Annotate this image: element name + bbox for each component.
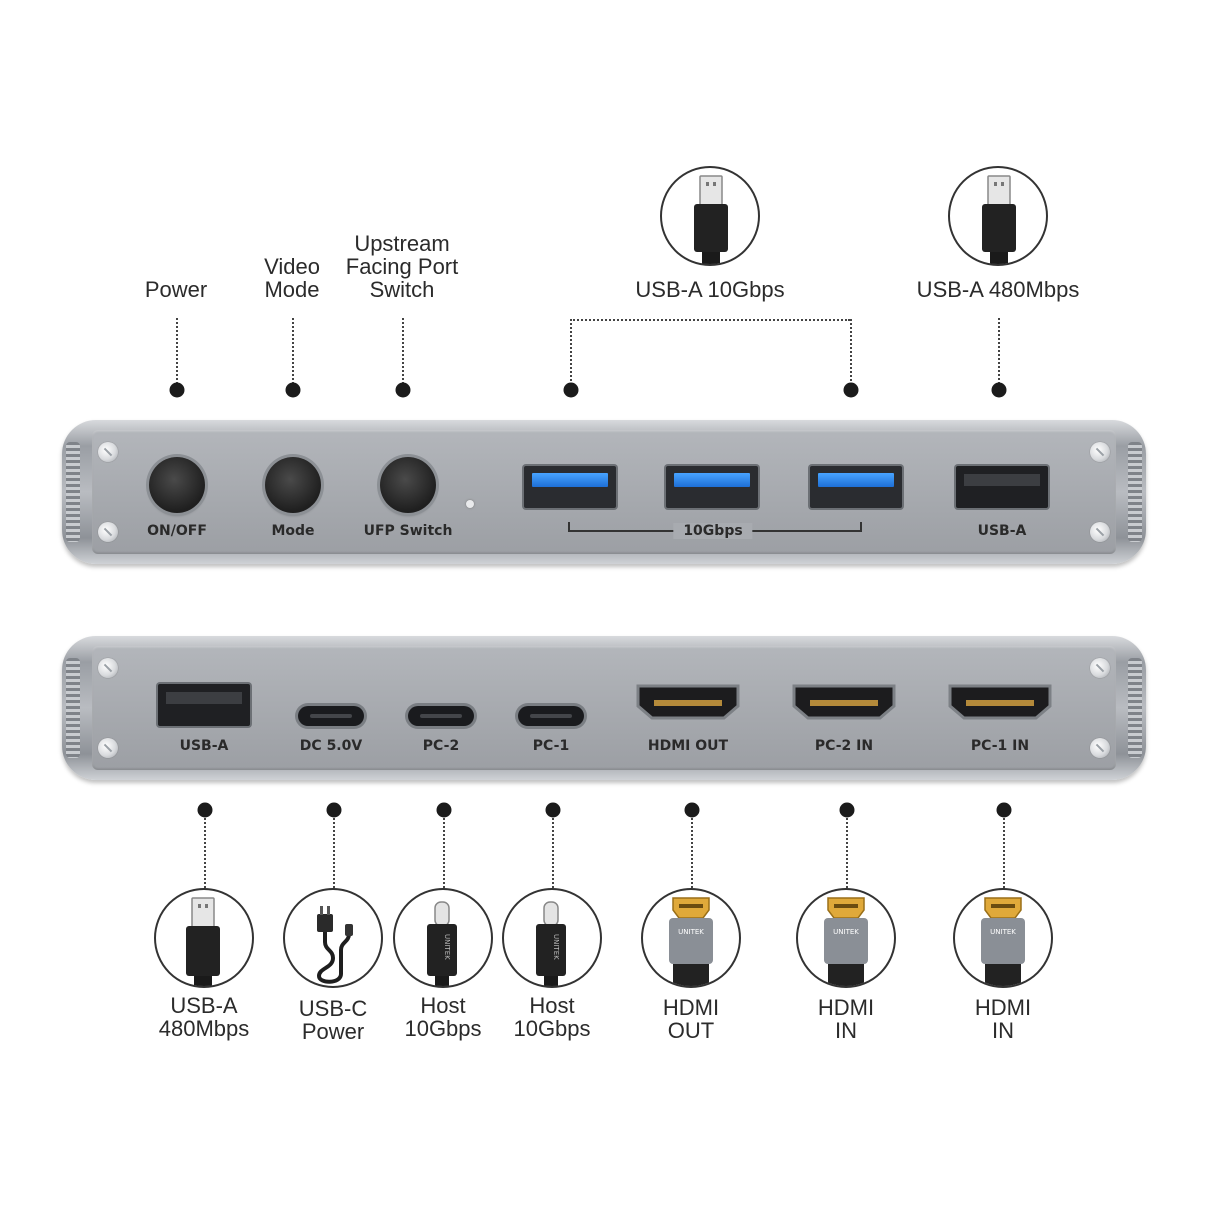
callout-dot (169, 382, 185, 398)
usb-a-port[interactable] (158, 684, 250, 726)
back-panel: USB-A DC 5.0V PC-2 PC-1 HDMI OUT PC-2 IN… (62, 636, 1146, 780)
dc-type-c-port[interactable] (298, 706, 364, 726)
brand-text: UNITEK (552, 934, 560, 960)
callout-dot (684, 802, 700, 818)
mode-button[interactable] (265, 457, 321, 513)
usb-a-480mbps-port[interactable] (956, 466, 1048, 508)
callout-dot (545, 802, 561, 818)
callout-dot (285, 382, 301, 398)
callout-dot (996, 802, 1012, 818)
hdmi-cable-icon: UNITEK (796, 888, 896, 988)
pc1-hdmi-in-port[interactable] (948, 684, 1052, 720)
front-panel-face: ON/OFF Mode UFP Switch 10Gbps USB-A (92, 430, 1116, 554)
leader-line (443, 818, 445, 888)
brand-text: UNITEK (443, 934, 451, 960)
leader-line (292, 318, 294, 388)
callout-dot (326, 802, 342, 818)
pc1-in-label: PC-1 IN (970, 738, 1030, 754)
screw-icon (98, 738, 118, 758)
leader-line (333, 818, 335, 888)
hdmi-out-label: HDMI OUT (647, 738, 729, 754)
usb-a-10gbps-port[interactable] (524, 466, 616, 508)
status-led-icon (466, 500, 474, 508)
pc1-type-c-port[interactable] (518, 706, 584, 726)
brand-text: UNITEK (678, 928, 704, 936)
heat-fins (66, 658, 80, 758)
hdmi-out-port[interactable] (636, 684, 740, 720)
callout-dot (563, 382, 579, 398)
usb-a-cable-icon (154, 888, 254, 988)
leader-line (204, 818, 206, 888)
brand-text: UNITEK (833, 928, 859, 936)
callout-dot (197, 802, 213, 818)
mode-label: Mode (271, 523, 315, 539)
pc2-in-label: PC-2 IN (814, 738, 874, 754)
dc-label: DC 5.0V (299, 738, 363, 754)
pc2-label: PC-2 (422, 738, 460, 754)
callout-usb-a-480mbps: USB-A 480Mbps (916, 277, 1080, 302)
callout-dot (839, 802, 855, 818)
usb-c-cable-icon: UNITEK (502, 888, 602, 988)
screw-icon (98, 658, 118, 678)
leader-line (850, 319, 852, 389)
ufp-switch-label: UFP Switch (363, 523, 453, 539)
power-adapter-icon (283, 888, 383, 988)
screw-icon (1090, 442, 1110, 462)
pc2-type-c-port[interactable] (408, 706, 474, 726)
leader-line (402, 318, 404, 388)
leader-line (846, 818, 848, 888)
brand-text: UNITEK (990, 928, 1016, 936)
pc2-hdmi-in-port[interactable] (792, 684, 896, 720)
usb-a-10gbps-port[interactable] (666, 466, 758, 508)
screw-icon (98, 522, 118, 542)
heat-fins (66, 442, 80, 542)
usb-c-cable-icon: UNITEK (393, 888, 493, 988)
callout-dot (991, 382, 1007, 398)
screw-icon (1090, 658, 1110, 678)
leader-line (552, 818, 554, 888)
callout-dot (843, 382, 859, 398)
screw-icon (98, 442, 118, 462)
pc1-label: PC-1 (532, 738, 570, 754)
hdmi-cable-icon: UNITEK (953, 888, 1053, 988)
leader-line (570, 319, 572, 389)
callout-usb-a-10gbps: USB-A 10Gbps (635, 277, 785, 302)
back-panel-face: USB-A DC 5.0V PC-2 PC-1 HDMI OUT PC-2 IN… (92, 646, 1116, 770)
usb-a-cable-icon (948, 166, 1048, 266)
leader-line (691, 818, 693, 888)
hdmi-cable-icon: UNITEK (641, 888, 741, 988)
leader-line (1003, 818, 1005, 888)
callout-dot (436, 802, 452, 818)
usb-a-cable-icon (660, 166, 760, 266)
usb-a-10gbps-port[interactable] (810, 466, 902, 508)
power-button[interactable] (149, 457, 205, 513)
heat-fins (1128, 442, 1142, 542)
leader-line (570, 319, 850, 321)
screw-icon (1090, 738, 1110, 758)
ufp-switch-button[interactable] (380, 457, 436, 513)
leader-line (176, 318, 178, 388)
callout-dot (395, 382, 411, 398)
on-off-label: ON/OFF (147, 523, 207, 539)
callout-power: Power (144, 277, 208, 302)
usb-a-label: USB-A (977, 523, 1027, 539)
usb-a-label: USB-A (179, 738, 229, 754)
leader-line (998, 318, 1000, 388)
heat-fins (1128, 658, 1142, 758)
front-panel: ON/OFF Mode UFP Switch 10Gbps USB-A (62, 420, 1146, 564)
gbps-label: 10Gbps (673, 523, 753, 539)
screw-icon (1090, 522, 1110, 542)
